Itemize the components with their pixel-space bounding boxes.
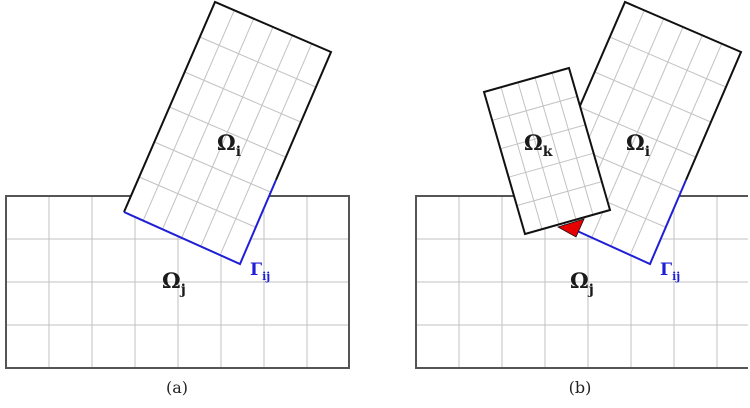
panel-a-caption: (a) <box>166 378 188 397</box>
panel-a-gamma-label: Γij <box>250 260 270 283</box>
panel-b-omega-j-label: Ωj <box>570 268 594 298</box>
panel-b-omega-j-grid <box>416 196 748 368</box>
panel-b-omega-k-outline <box>482 66 612 236</box>
panel-b-interface-gamma-ij <box>563 179 687 266</box>
panel-b-omega-k-grid <box>492 72 602 230</box>
panel-a-interface-gamma-ij <box>123 179 277 266</box>
panel-a-omega-j-label: Ωj <box>162 268 186 298</box>
panel-a-omega-i-label: Ωi <box>217 130 241 160</box>
panel-b: Ωk Ωi Ωj Γij (b) <box>415 0 748 397</box>
panel-a-omega-i-grid <box>139 10 316 254</box>
panel-a: Ωi Ωj Γij (a) <box>5 0 350 397</box>
panel-b-omega-k-label: Ωk <box>524 130 553 160</box>
panel-b-overlap-region <box>556 218 585 238</box>
panel-b-gamma-label: Γij <box>660 260 680 283</box>
panel-b-caption: (b) <box>569 378 592 397</box>
panel-a-omega-i-domain <box>123 0 333 266</box>
panel-b-omega-i-label: Ωi <box>626 130 650 160</box>
panel-b-omega-k-domain <box>482 66 612 236</box>
panel-a-omega-j-grid <box>6 196 349 368</box>
panel-a-omega-i-outline <box>123 0 333 213</box>
